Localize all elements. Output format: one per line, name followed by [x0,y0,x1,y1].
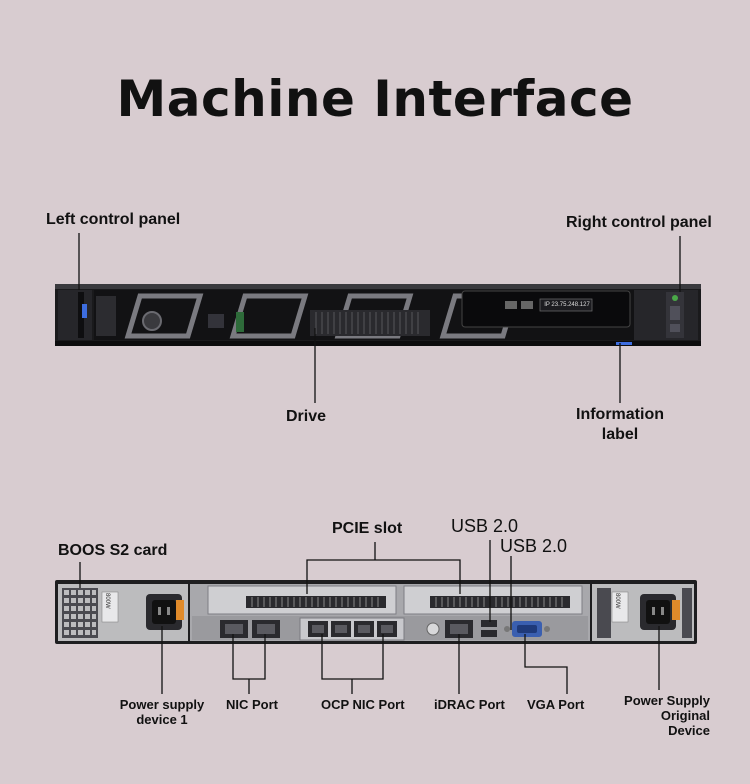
left-status-led [82,304,87,318]
information-label-label: Information label [560,405,680,445]
psu-2-label: Power Supply Original Device [610,693,710,738]
usb-port-1 [481,620,497,627]
rear-leader-lines [79,540,660,694]
psu-1-label-line-2: device 1 [136,712,188,727]
usb-label-2: USB 2.0 [500,536,568,556]
psu-2-rating-text: 800W [614,593,620,609]
drive-label: Drive [286,408,327,425]
psu-1-label: Power supply device 1 [104,697,220,727]
psu-1-label-line-1: Power supply [119,697,205,712]
vga-port-label: VGA Port [527,697,585,712]
page-title: Machine Interface [116,70,634,128]
boos-s2-card-label: BOOS S2 card [58,542,168,559]
front-server [55,284,701,346]
pcie-slot-label: PCIE slot [332,520,403,537]
info-tag-text: IP 23.75.248.127 [544,302,590,308]
usb-label-1: USB 2.0 [451,516,519,536]
nic-ports [220,620,280,638]
information-label-line-2: label [601,426,639,443]
idrac-port-label: iDRAC Port [434,697,505,712]
ocp-nic-port-label: OCP NIC Port [321,697,405,712]
nic-port-label: NIC Port [226,697,278,712]
right-control-panel-label: Right control panel [566,214,712,231]
usb-port-2 [481,630,497,637]
power-button-icon [672,295,678,301]
left-control-panel-label: Left control panel [46,211,181,228]
bezel-lock [142,311,162,331]
front-leader-lines [78,233,681,403]
psu-2-label-line-2: Original [660,708,710,723]
psu-1-rating-text: 800W [104,593,110,609]
rear-server [55,580,697,644]
information-label-line-1: Information [576,406,664,423]
psu-2-label-line-1: Power Supply [624,693,710,708]
psu-2-label-line-3: Device [668,723,710,738]
